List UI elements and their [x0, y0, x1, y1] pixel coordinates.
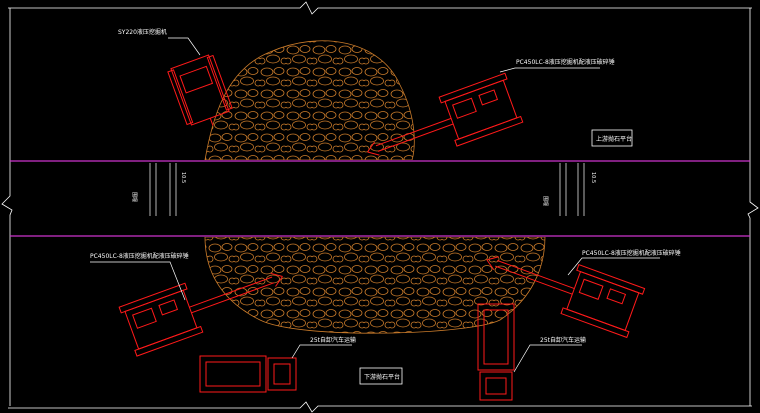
right-dimension — [559, 163, 585, 216]
label-pc450-br: PC450LC-8液压挖掘机配液压破碎锤 — [582, 249, 681, 257]
left-dim-value: 10.5 — [180, 172, 186, 183]
top-rock-pile — [204, 40, 415, 160]
dump-truck-icon — [477, 303, 515, 401]
breaker-excavator-icon — [118, 272, 283, 357]
channel-centerlines — [10, 160, 750, 237]
right-dim-value: 10.5 — [590, 172, 596, 183]
bottom-platform-label: 下游抛石平台 — [364, 373, 400, 381]
label-truck-left: 25t自卸汽车运输 — [310, 336, 356, 344]
dump-truck-icon — [199, 355, 297, 393]
leader-pc450-bl — [90, 261, 186, 301]
breaker-excavator-icon — [367, 72, 524, 156]
label-sy220: SY220液压挖掘机 — [118, 28, 167, 36]
right-dim-label: 围堰 — [542, 196, 549, 206]
top-platform-label: 上游抛石平台 — [596, 135, 632, 143]
top-platform-box — [591, 129, 633, 147]
label-pc450-top: PC450LC-8液压挖掘机配液压破碎锤 — [516, 58, 615, 66]
leader-truck-right — [513, 344, 582, 373]
left-dim-label: 围堰 — [131, 192, 138, 202]
leader-pc450-top — [499, 67, 600, 73]
bottom-platform-box — [359, 367, 403, 385]
breaker-excavator-icon — [486, 256, 646, 339]
bottom-rock-pile — [204, 237, 546, 334]
label-pc450-bl: PC450LC-8液压挖掘机配液压破碎锤 — [90, 252, 189, 260]
leader-truck-left — [291, 344, 352, 359]
excavator-icon — [167, 54, 233, 126]
leader-pc450-br — [567, 257, 660, 276]
leader-sy220 — [168, 37, 201, 56]
label-truck-right: 25t自卸汽车运输 — [540, 336, 586, 344]
left-dimension — [149, 163, 177, 216]
